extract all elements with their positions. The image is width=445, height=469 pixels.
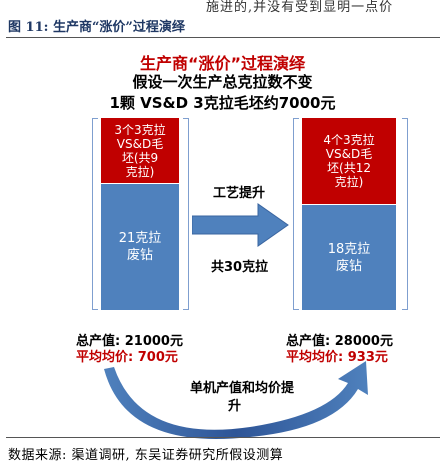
diagram-title: 生产商“涨价”过程演绎 bbox=[139, 54, 306, 73]
diagram-subtitle-2: 1颗 VS&D 3克拉毛坯约7000元 bbox=[109, 94, 336, 112]
left-bracket-left bbox=[92, 118, 98, 310]
right-blue-line: 废钻 bbox=[335, 258, 362, 274]
right-blue-box: 18克拉 废钻 bbox=[302, 205, 396, 310]
figure-caption: 图 11: 生产商“涨价”过程演绎 bbox=[8, 16, 185, 35]
arrow-label-bottom: 共30克拉 bbox=[211, 260, 269, 275]
right-red-line: 坯(共12 bbox=[327, 161, 371, 175]
bottom-rule bbox=[6, 437, 440, 438]
right-red-line: VS&D毛 bbox=[325, 147, 373, 161]
figure-number: 图 11: bbox=[8, 20, 49, 35]
arrow-label-top: 工艺提升 bbox=[213, 186, 266, 201]
left-red-line: 坯(共9 bbox=[121, 150, 159, 165]
left-total-value: 总产值: 21000元 bbox=[76, 334, 183, 349]
left-bracket-right bbox=[183, 118, 189, 310]
curve-label-line-1: 单机产值和均价提 bbox=[190, 381, 295, 396]
left-red-line: 克拉) bbox=[125, 164, 155, 179]
left-red-line: 3个3克拉 bbox=[114, 122, 166, 137]
right-arrow-icon bbox=[192, 203, 289, 247]
right-total-value: 总产值: 28000元 bbox=[286, 334, 393, 349]
right-bracket-right bbox=[402, 118, 408, 310]
left-avg-price: 平均均价: 700元 bbox=[76, 350, 178, 365]
left-red-line: VS&D毛 bbox=[116, 136, 164, 151]
curve-label-line-2: 升 bbox=[228, 399, 242, 414]
right-blue-line: 18克拉 bbox=[327, 241, 371, 257]
figure-title: 生产商“涨价”过程演绎 bbox=[52, 20, 185, 35]
diagram-subtitle-1: 假设一次生产总克拉数不变 bbox=[132, 73, 313, 91]
top-rule bbox=[6, 37, 440, 38]
left-blue-line: 废钻 bbox=[126, 248, 153, 263]
left-red-box: 3个3克拉 VS&D毛 坯(共9 克拉) bbox=[101, 118, 179, 183]
source-note: 数据来源: 渠道调研, 东吴证券研究所假设测算 bbox=[8, 448, 284, 463]
left-blue-line: 21克拉 bbox=[118, 231, 162, 246]
right-red-line: 克拉) bbox=[334, 175, 364, 189]
right-red-line: 4个3克拉 bbox=[323, 133, 375, 147]
left-blue-box: 21克拉 废钻 bbox=[101, 184, 179, 310]
right-red-box: 4个3克拉 VS&D毛 坯(共12 克拉) bbox=[302, 118, 396, 204]
right-avg-price: 平均均价: 933元 bbox=[286, 350, 388, 365]
header-fragment: 施进的,并没有受到显明一点价 bbox=[206, 0, 394, 15]
right-bracket-left bbox=[293, 118, 299, 310]
curved-arrow-icon bbox=[104, 361, 368, 440]
